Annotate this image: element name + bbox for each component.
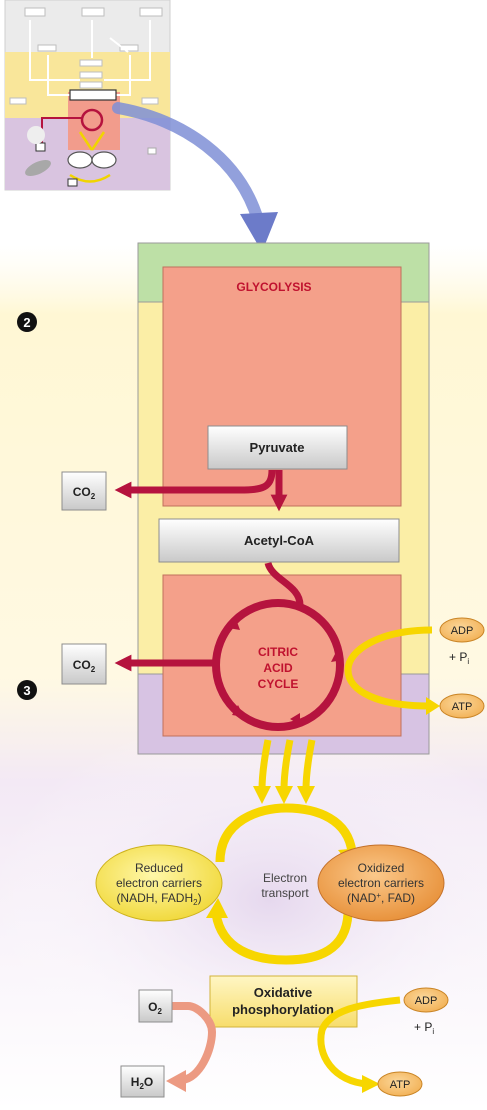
svg-text:O2: O2: [148, 1000, 162, 1016]
h2o-box: H2O: [120, 1065, 165, 1098]
oxphos-atp-arc: [317, 996, 401, 1093]
glycolysis-title: GLYCOLYSIS: [236, 280, 311, 294]
acetyl-coa-box: Acetyl-CoA: [158, 518, 400, 563]
co2-box-bottom: CO2: [61, 643, 107, 685]
svg-text:2: 2: [23, 315, 30, 330]
co2-box-top: CO2: [61, 471, 107, 511]
reduced-carriers-ellipse: Reduced electron carriers (NADH, FADH2): [95, 844, 223, 922]
svg-text:(NAD+, FAD): (NAD+, FAD): [347, 891, 415, 905]
svg-text:Oxidative: Oxidative: [254, 985, 313, 1000]
svg-text:transport: transport: [261, 886, 309, 900]
svg-text:(NADH, FADH2): (NADH, FADH2): [116, 891, 201, 907]
svg-text:ADP: ADP: [415, 995, 438, 1007]
pyruvate-co2-arrow: [114, 469, 276, 499]
svg-text:electron carriers: electron carriers: [338, 876, 424, 890]
step-marker-3: 3: [17, 680, 37, 700]
atp-pill-top: ATP: [439, 693, 485, 719]
svg-text:Acetyl-CoA: Acetyl-CoA: [244, 533, 315, 548]
blue-pointer-arrow: [112, 102, 264, 226]
o2-box: O2: [138, 989, 173, 1023]
svg-text:CITRIC: CITRIC: [258, 645, 298, 659]
oxidized-carriers-ellipse: Oxidized electron carriers (NAD+, FAD): [317, 844, 445, 922]
svg-text:CYCLE: CYCLE: [258, 677, 299, 691]
citric-acid-cycle-label: CITRIC ACID CYCLE: [258, 645, 299, 691]
svg-text:Pyruvate: Pyruvate: [250, 440, 305, 455]
oxygen-to-water-arrow: [166, 1002, 217, 1092]
svg-text:CO2: CO2: [73, 658, 96, 674]
overview-thumbnail: [4, 0, 171, 191]
svg-text:ADP: ADP: [451, 625, 474, 637]
svg-text:ACID: ACID: [263, 661, 293, 675]
blue-pointer-arrowhead: [240, 212, 278, 252]
atp-pill-bottom: ATP: [377, 1071, 423, 1097]
svg-text:Electron: Electron: [263, 871, 307, 885]
electron-transport-label: Electron transport: [261, 871, 309, 900]
pi-label-top: + Pi: [449, 650, 469, 666]
svg-text:Oxidized: Oxidized: [358, 861, 405, 875]
svg-text:Reduced: Reduced: [135, 861, 183, 875]
svg-text:phosphorylation: phosphorylation: [232, 1002, 334, 1017]
electron-flow-arrowheads: [253, 786, 315, 804]
cycle-atp-arc: [344, 626, 440, 715]
svg-text:electron carriers: electron carriers: [116, 876, 202, 890]
pyruvate-box: Pyruvate: [207, 425, 348, 470]
acetylcoa-to-cycle-arrow: [264, 561, 304, 606]
svg-text:3: 3: [23, 683, 30, 698]
svg-text:CO2: CO2: [73, 485, 96, 501]
step-marker-2: 2: [17, 312, 37, 332]
svg-text:ATP: ATP: [452, 701, 473, 713]
adp-pill-top: ADP: [439, 617, 485, 643]
pi-label-bottom: + Pi: [414, 1020, 434, 1036]
svg-text:ATP: ATP: [390, 1079, 411, 1091]
svg-text:H2O: H2O: [131, 1075, 153, 1091]
adp-pill-bottom: ADP: [403, 987, 449, 1013]
